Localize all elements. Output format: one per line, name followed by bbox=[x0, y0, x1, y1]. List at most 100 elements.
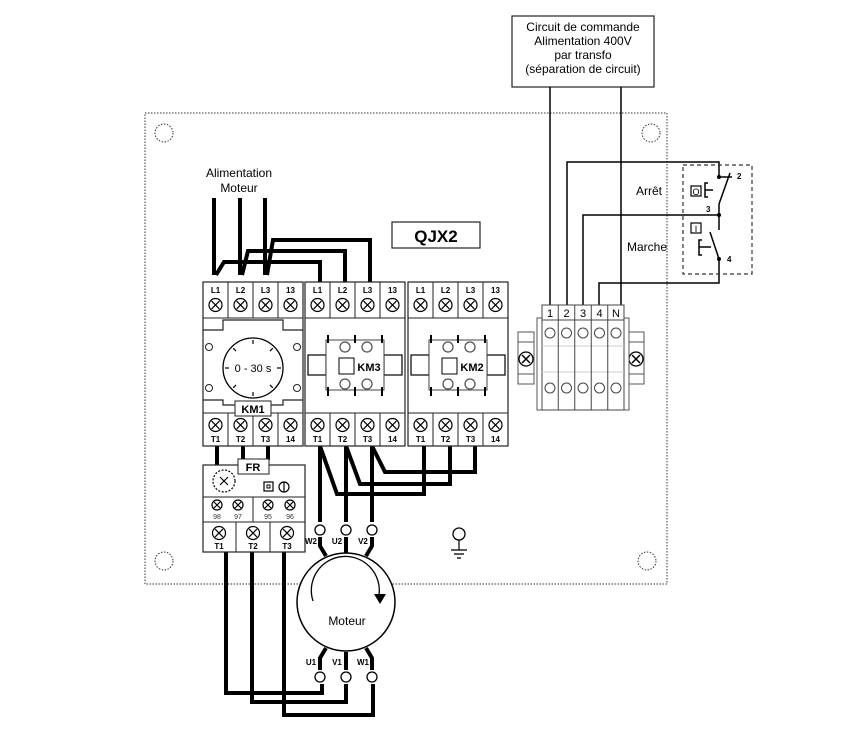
screw-terminal-icon[interactable] bbox=[438, 417, 453, 433]
aux-terminal-label-98: 98 bbox=[213, 514, 221, 521]
motor-terminal-label-w1: W1 bbox=[357, 658, 370, 667]
power-wires bbox=[212, 198, 477, 717]
aux-terminal-98[interactable] bbox=[211, 499, 223, 511]
output-terminal-t1[interactable] bbox=[211, 525, 227, 541]
terminal-label-14: 14 bbox=[286, 435, 295, 444]
screw-terminal-icon[interactable] bbox=[385, 297, 400, 313]
screw-terminal-icon[interactable] bbox=[283, 417, 298, 433]
mounting-hole-bottom-left bbox=[154, 551, 174, 571]
motor-terminal-label-w2: W2 bbox=[305, 537, 318, 546]
terminal-label-l3: L3 bbox=[261, 286, 271, 295]
terminal-block-label-n: N bbox=[612, 308, 620, 320]
rotation-arrow-icon bbox=[310, 555, 380, 602]
output-terminal-t3[interactable] bbox=[279, 525, 295, 541]
screw-terminal-icon[interactable] bbox=[385, 417, 400, 433]
terminal-label-l2: L2 bbox=[236, 286, 246, 295]
start-button[interactable]: I bbox=[690, 222, 702, 234]
screw-terminal-icon[interactable] bbox=[258, 417, 273, 433]
screw-terminal-icon[interactable] bbox=[463, 297, 478, 313]
motor-terminal-v2[interactable] bbox=[366, 524, 378, 536]
current-setting-dial[interactable] bbox=[212, 469, 236, 493]
terminal-block-screw-bottom[interactable] bbox=[594, 382, 605, 394]
contactor-name: KM3 bbox=[357, 362, 380, 374]
screw-terminal-icon[interactable] bbox=[463, 417, 478, 433]
motor-terminal-w2[interactable] bbox=[314, 524, 326, 536]
motor-terminal-u2[interactable] bbox=[340, 524, 352, 536]
stop-button[interactable]: O bbox=[690, 185, 702, 197]
terminal-label-l2: L2 bbox=[338, 286, 348, 295]
terminal-label-14: 14 bbox=[491, 435, 500, 444]
aux-terminal-label-95: 95 bbox=[264, 514, 272, 521]
terminal-label-t3: T3 bbox=[261, 435, 271, 444]
aux-terminal-label-97: 97 bbox=[234, 514, 242, 521]
mounting-hole-top-right bbox=[641, 123, 661, 143]
control-wires bbox=[549, 87, 720, 305]
supply-label-1: Alimentation bbox=[206, 166, 272, 180]
terminal-label-t1: T1 bbox=[313, 435, 323, 444]
output-terminal-label-t3: T3 bbox=[282, 542, 292, 551]
terminal-block-screw-top[interactable] bbox=[544, 327, 556, 339]
svg-text:I: I bbox=[695, 224, 698, 234]
terminal-block-screw-bottom[interactable] bbox=[544, 382, 556, 394]
terminal-block-screw-top[interactable] bbox=[594, 327, 605, 339]
reset-button[interactable] bbox=[263, 481, 274, 492]
aux-terminal-97[interactable] bbox=[232, 499, 244, 511]
stop-label: Arrêt bbox=[636, 184, 663, 198]
motor-terminal-label-u1: U1 bbox=[306, 658, 317, 667]
screw-terminal-icon[interactable] bbox=[310, 297, 325, 313]
screw-terminal-icon[interactable] bbox=[208, 417, 223, 433]
terminal-block-screw-top[interactable] bbox=[610, 327, 622, 339]
screw-terminal-icon[interactable] bbox=[310, 417, 325, 433]
terminal-block-label-1: 1 bbox=[547, 308, 553, 320]
screw-terminal-icon[interactable] bbox=[233, 297, 248, 313]
screw-terminal-icon[interactable] bbox=[208, 297, 223, 313]
terminal-block-screw-top[interactable] bbox=[561, 327, 572, 339]
screw-terminal-icon[interactable] bbox=[283, 297, 298, 313]
screw-terminal-icon[interactable] bbox=[258, 297, 273, 313]
start-label: Marche bbox=[627, 240, 667, 254]
terminal-block-screw-bottom[interactable] bbox=[561, 382, 572, 394]
timer-dial[interactable]: 0 - 30 s bbox=[222, 337, 284, 399]
aux-terminal-label-96: 96 bbox=[286, 514, 294, 521]
terminal-block-screw-bottom[interactable] bbox=[577, 382, 589, 394]
aux-terminal-95[interactable] bbox=[262, 499, 274, 511]
control-line-4: (séparation de circuit) bbox=[525, 62, 640, 76]
screw-terminal-icon[interactable] bbox=[413, 417, 428, 433]
pushbutton-station: Arrêt Marche O 2 3 I 4 bbox=[627, 164, 753, 275]
screw-terminal-icon[interactable] bbox=[488, 297, 503, 313]
earth-ground-icon bbox=[451, 527, 467, 559]
terminal-label-l3: L3 bbox=[466, 286, 476, 295]
screw-terminal-icon[interactable] bbox=[360, 417, 375, 433]
screw-terminal-icon[interactable] bbox=[233, 417, 248, 433]
control-line-3: par transfo bbox=[554, 48, 612, 62]
terminal-label-l2: L2 bbox=[441, 286, 451, 295]
aux-terminal-96[interactable] bbox=[284, 499, 296, 511]
motor-terminal-u1[interactable] bbox=[314, 671, 326, 683]
motor-terminal-v1[interactable] bbox=[340, 671, 352, 683]
terminal-label-t1: T1 bbox=[416, 435, 426, 444]
terminal-block-screw-top[interactable] bbox=[577, 327, 589, 339]
motor-terminal-label-v1: V1 bbox=[332, 658, 342, 667]
terminal-label-t3: T3 bbox=[466, 435, 476, 444]
motor-terminal-label-v2: V2 bbox=[358, 537, 368, 546]
terminal-block-label-2: 2 bbox=[563, 308, 569, 320]
overload-relay-name: FR bbox=[246, 462, 261, 474]
screw-terminal-icon[interactable] bbox=[488, 417, 503, 433]
motor-terminal-label-u2: U2 bbox=[332, 537, 343, 546]
terminal-label-t2: T2 bbox=[338, 435, 348, 444]
control-line-2: Alimentation 400V bbox=[534, 34, 631, 48]
motor-terminal-w1[interactable] bbox=[366, 671, 378, 683]
output-terminal-t2[interactable] bbox=[245, 525, 261, 541]
screw-terminal-icon[interactable] bbox=[438, 297, 453, 313]
terminal-block-screw-bottom[interactable] bbox=[610, 382, 622, 394]
control-circuit-box: Circuit de commande Alimentation 400V pa… bbox=[511, 15, 655, 88]
screw-terminal-icon[interactable] bbox=[413, 297, 428, 313]
screw-terminal-icon[interactable] bbox=[335, 417, 350, 433]
test-button[interactable] bbox=[278, 481, 290, 493]
screw-terminal-icon[interactable] bbox=[335, 297, 350, 313]
motor: Moteur bbox=[296, 552, 396, 652]
screw-terminal-icon[interactable] bbox=[360, 297, 375, 313]
